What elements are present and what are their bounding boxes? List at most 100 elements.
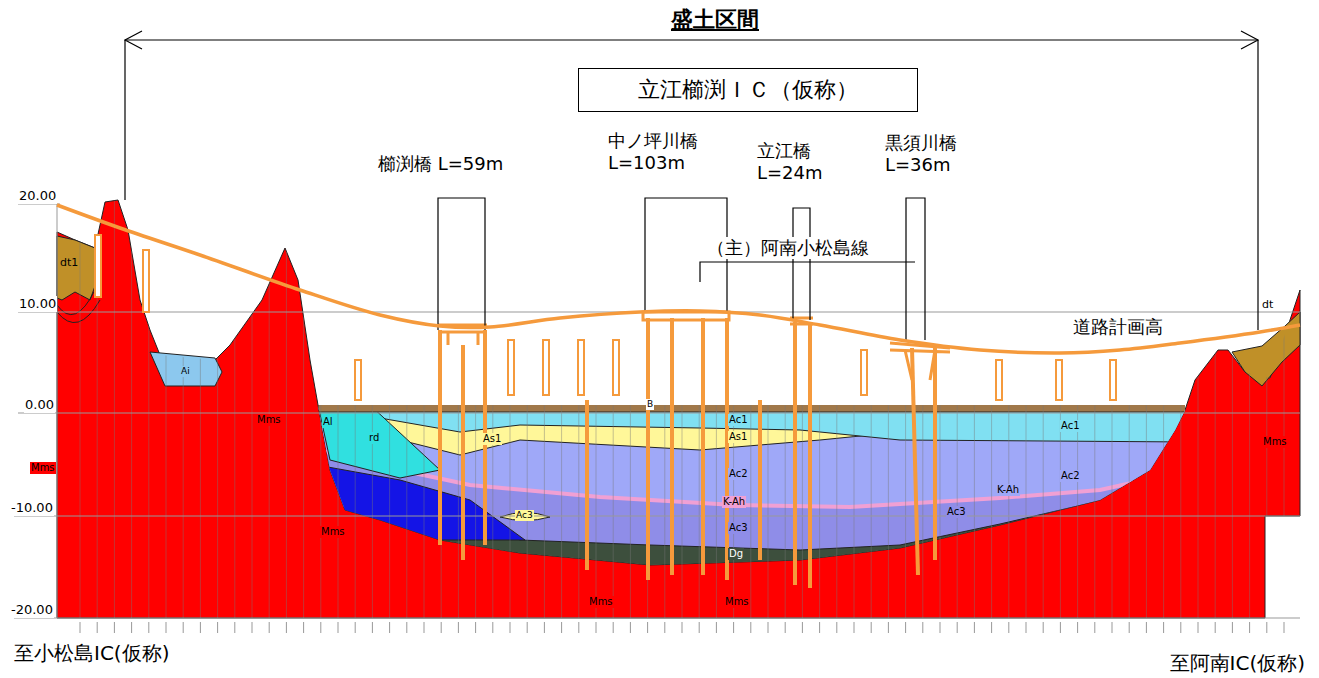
- section-grid: [1163, 195, 1164, 618]
- stratum-label: Mms: [724, 596, 750, 608]
- axis-ticks: [647, 622, 648, 633]
- axis-ticks: [269, 622, 270, 633]
- stratum-label: Mms: [320, 526, 346, 538]
- axis-ticks: [1112, 622, 1113, 633]
- axis-ticks: [630, 622, 631, 633]
- borings: [355, 360, 361, 400]
- axis-ticks: [854, 622, 855, 633]
- talus-deposit: [1232, 312, 1300, 386]
- axis-ticks: [1284, 622, 1285, 633]
- axis-ticks: [1232, 622, 1233, 633]
- axis-ticks: [303, 622, 304, 633]
- bridge-label: 櫛渕橋 L=59m: [378, 153, 503, 175]
- section-grid: [957, 195, 958, 618]
- borings: [95, 235, 101, 297]
- stratum-label: rd: [368, 432, 380, 444]
- section-grid: [269, 195, 270, 618]
- section-grid: [217, 195, 218, 618]
- section-grid: [1008, 195, 1009, 618]
- stratum-label: Ac3: [728, 522, 749, 534]
- section-grid: [596, 195, 597, 618]
- bridge-bracket: [700, 262, 915, 282]
- road-name: （主）阿南小松島線: [706, 237, 870, 259]
- axis-ticks: [1129, 622, 1130, 633]
- direction-label: 至小松島IC(仮称): [14, 641, 169, 665]
- axis-ticks: [940, 622, 941, 633]
- bridge-bracket: [438, 198, 925, 340]
- section-grid: [1198, 195, 1199, 618]
- stratum-label: Ai: [180, 366, 191, 377]
- section-grid: [682, 195, 683, 618]
- axis-ticks: [596, 622, 597, 633]
- axis-ticks: [1146, 622, 1147, 633]
- section-grid: [613, 195, 614, 618]
- axis-ticks: [991, 622, 992, 633]
- section-grid: [1266, 195, 1267, 618]
- bridge-bracket: [438, 198, 485, 330]
- axis-ticks: [527, 622, 528, 633]
- axis-ticks: [699, 622, 700, 633]
- section-grid: [80, 195, 81, 618]
- borings: [543, 340, 549, 395]
- stratum-label: Mms: [588, 596, 614, 608]
- section-arrow: [124, 40, 125, 200]
- axis-ticks: [1077, 622, 1078, 633]
- axis-ticks: [750, 622, 751, 633]
- direction-label: 至阿南IC(仮称): [1170, 651, 1305, 675]
- section-grid: [234, 195, 235, 618]
- axis-ticks: [664, 622, 665, 633]
- section-grid: [974, 195, 975, 618]
- axis-ticks: [441, 622, 442, 633]
- piles: [461, 345, 465, 560]
- clay-layer-2: [300, 300, 1300, 507]
- piles: [933, 348, 937, 560]
- level-lines: [14, 204, 1300, 618]
- section-grid: [303, 195, 304, 618]
- section-arrow: [125, 39, 1258, 40]
- piles: [438, 330, 442, 545]
- bridge-label: 中ノ坪川橋 L=103m: [608, 130, 706, 173]
- axis-ticks: [372, 622, 373, 633]
- axis-ticks: [1026, 622, 1027, 633]
- axis-ticks: [1163, 622, 1164, 633]
- piles: [808, 322, 812, 588]
- terrace-deposit: [150, 352, 222, 386]
- section-grid: [544, 195, 545, 618]
- stratum-label: Dg: [728, 548, 744, 560]
- level-line: [57, 204, 58, 618]
- axis-ticks: [80, 622, 1284, 633]
- axis-ticks: [561, 622, 562, 633]
- section-grid: [1249, 195, 1250, 618]
- section-grid: [561, 195, 562, 618]
- section-grid: [664, 195, 665, 618]
- layer-line: [57, 290, 100, 323]
- stratum-label: B: [646, 399, 654, 410]
- section-grid: [888, 195, 889, 618]
- piles: [912, 348, 918, 575]
- axis-ticks: [475, 622, 476, 633]
- stratum-label: Ac2: [1060, 470, 1081, 482]
- section-grid: [166, 195, 167, 618]
- section-grid: [114, 195, 115, 618]
- section-grid: [1094, 195, 1095, 618]
- section-grid: [1026, 195, 1027, 618]
- clay-layer-3: [300, 300, 1300, 550]
- axis-ticks: [234, 622, 235, 633]
- section-arrow: [125, 31, 1258, 49]
- borings: [143, 250, 149, 312]
- section-grid: [1129, 195, 1130, 618]
- section-grid: [699, 195, 700, 618]
- axis-ticks: [836, 622, 837, 633]
- borings: [861, 350, 867, 395]
- level-line: [14, 618, 1300, 619]
- section-grid: [131, 195, 132, 618]
- section-grid: [991, 195, 992, 618]
- section-grid: [527, 195, 528, 618]
- axis-ticks: [80, 622, 81, 633]
- stratum-label: dt: [1262, 298, 1273, 311]
- borings: [996, 360, 1002, 400]
- surface-soil: [318, 404, 1188, 412]
- section-grid: [389, 195, 390, 618]
- section-grid: [1112, 195, 1113, 618]
- axis-ticks: [1249, 622, 1250, 633]
